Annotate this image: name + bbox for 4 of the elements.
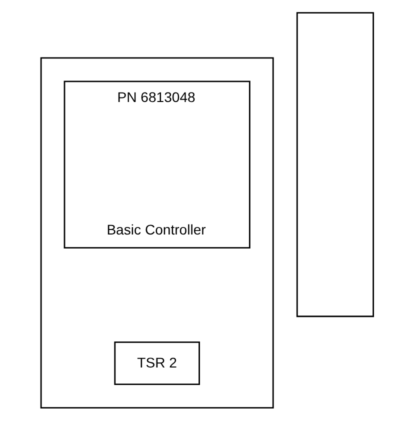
node-box: PN 6813048 Basic Controller bbox=[63, 80, 250, 249]
node-box bbox=[296, 12, 374, 318]
cluster bbox=[40, 57, 274, 408]
node-box: TSR 2 bbox=[114, 341, 200, 386]
